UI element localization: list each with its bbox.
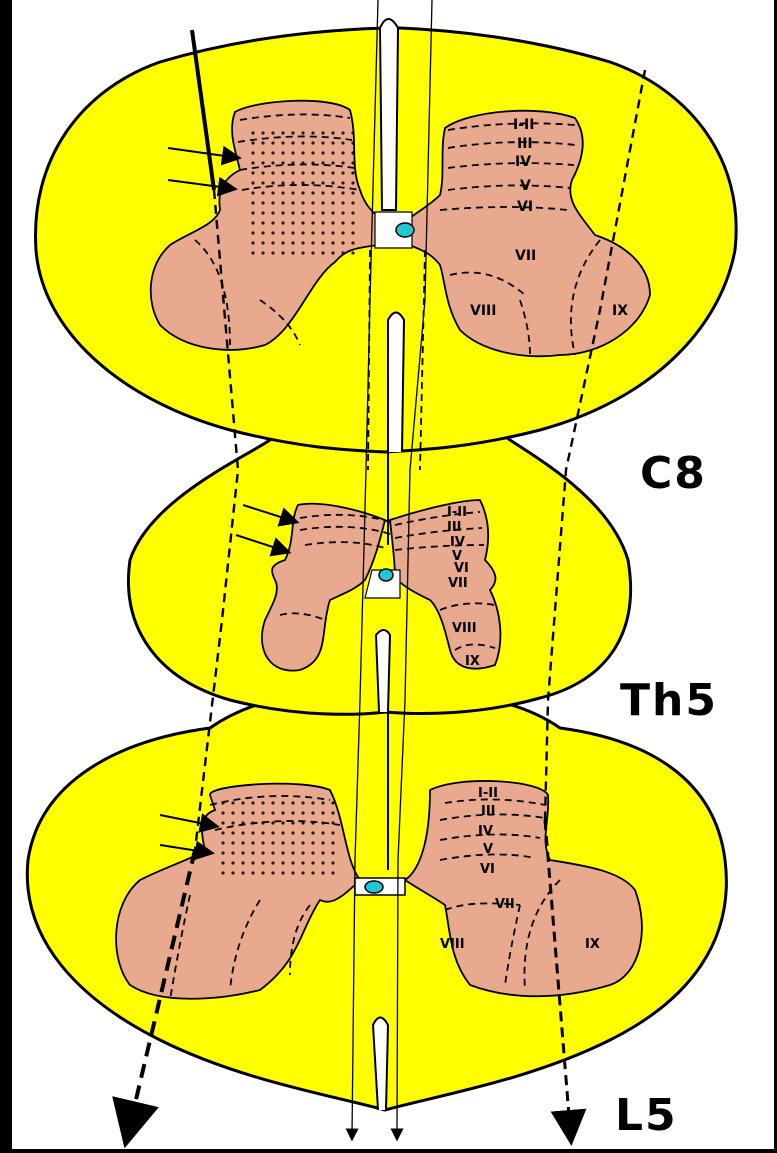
c8-lamina-label: IX (612, 303, 628, 319)
l5-lamina-label: IX (585, 937, 600, 952)
l5-lamina-label: III (481, 804, 496, 819)
segment-c8: I-II III IV V VI VII VIII IX (36, 19, 737, 452)
l5-lamina-label: VII (495, 897, 515, 912)
l5-dots (215, 800, 335, 880)
th5-ventral-fissure (376, 630, 390, 712)
th5-lamina-label: IV (450, 535, 465, 550)
th5-lamina-label: VIII (452, 621, 477, 636)
c8-ventral-fissure (388, 313, 404, 453)
c8-lamina-label: IV (515, 154, 531, 170)
l5-central-canal (365, 881, 383, 893)
th5-lamina-label: VII (448, 576, 468, 591)
segment-label-c8: C8 (640, 448, 707, 499)
l5-lamina-label: V (483, 842, 493, 857)
segment-label-l5: L5 (615, 1090, 678, 1141)
c8-central-canal (396, 223, 414, 237)
segment-label-th5: Th5 (620, 675, 718, 726)
l5-lamina-label: VI (480, 862, 495, 877)
th5-lamina-label: III (447, 520, 462, 535)
l5-lamina-label: IV (478, 824, 493, 839)
th5-lamina-label: VI (454, 561, 469, 576)
c8-lamina-label: I-II (513, 117, 534, 133)
c8-dots (245, 125, 355, 260)
c8-lamina-label: VI (517, 199, 533, 215)
th5-central-canal (379, 569, 393, 581)
c8-lamina-label: VII (515, 248, 536, 264)
th5-lamina-label: I-II (447, 505, 467, 520)
l5-lamina-label: VIII (440, 937, 465, 952)
c8-lamina-label: III (517, 136, 533, 152)
th5-lamina-label: IX (465, 654, 480, 669)
l5-lamina-label: I-II (478, 786, 498, 801)
c8-dorsal-sulcus (380, 19, 398, 210)
c8-lamina-label: V (520, 178, 531, 194)
c8-lamina-label: VIII (470, 303, 496, 319)
